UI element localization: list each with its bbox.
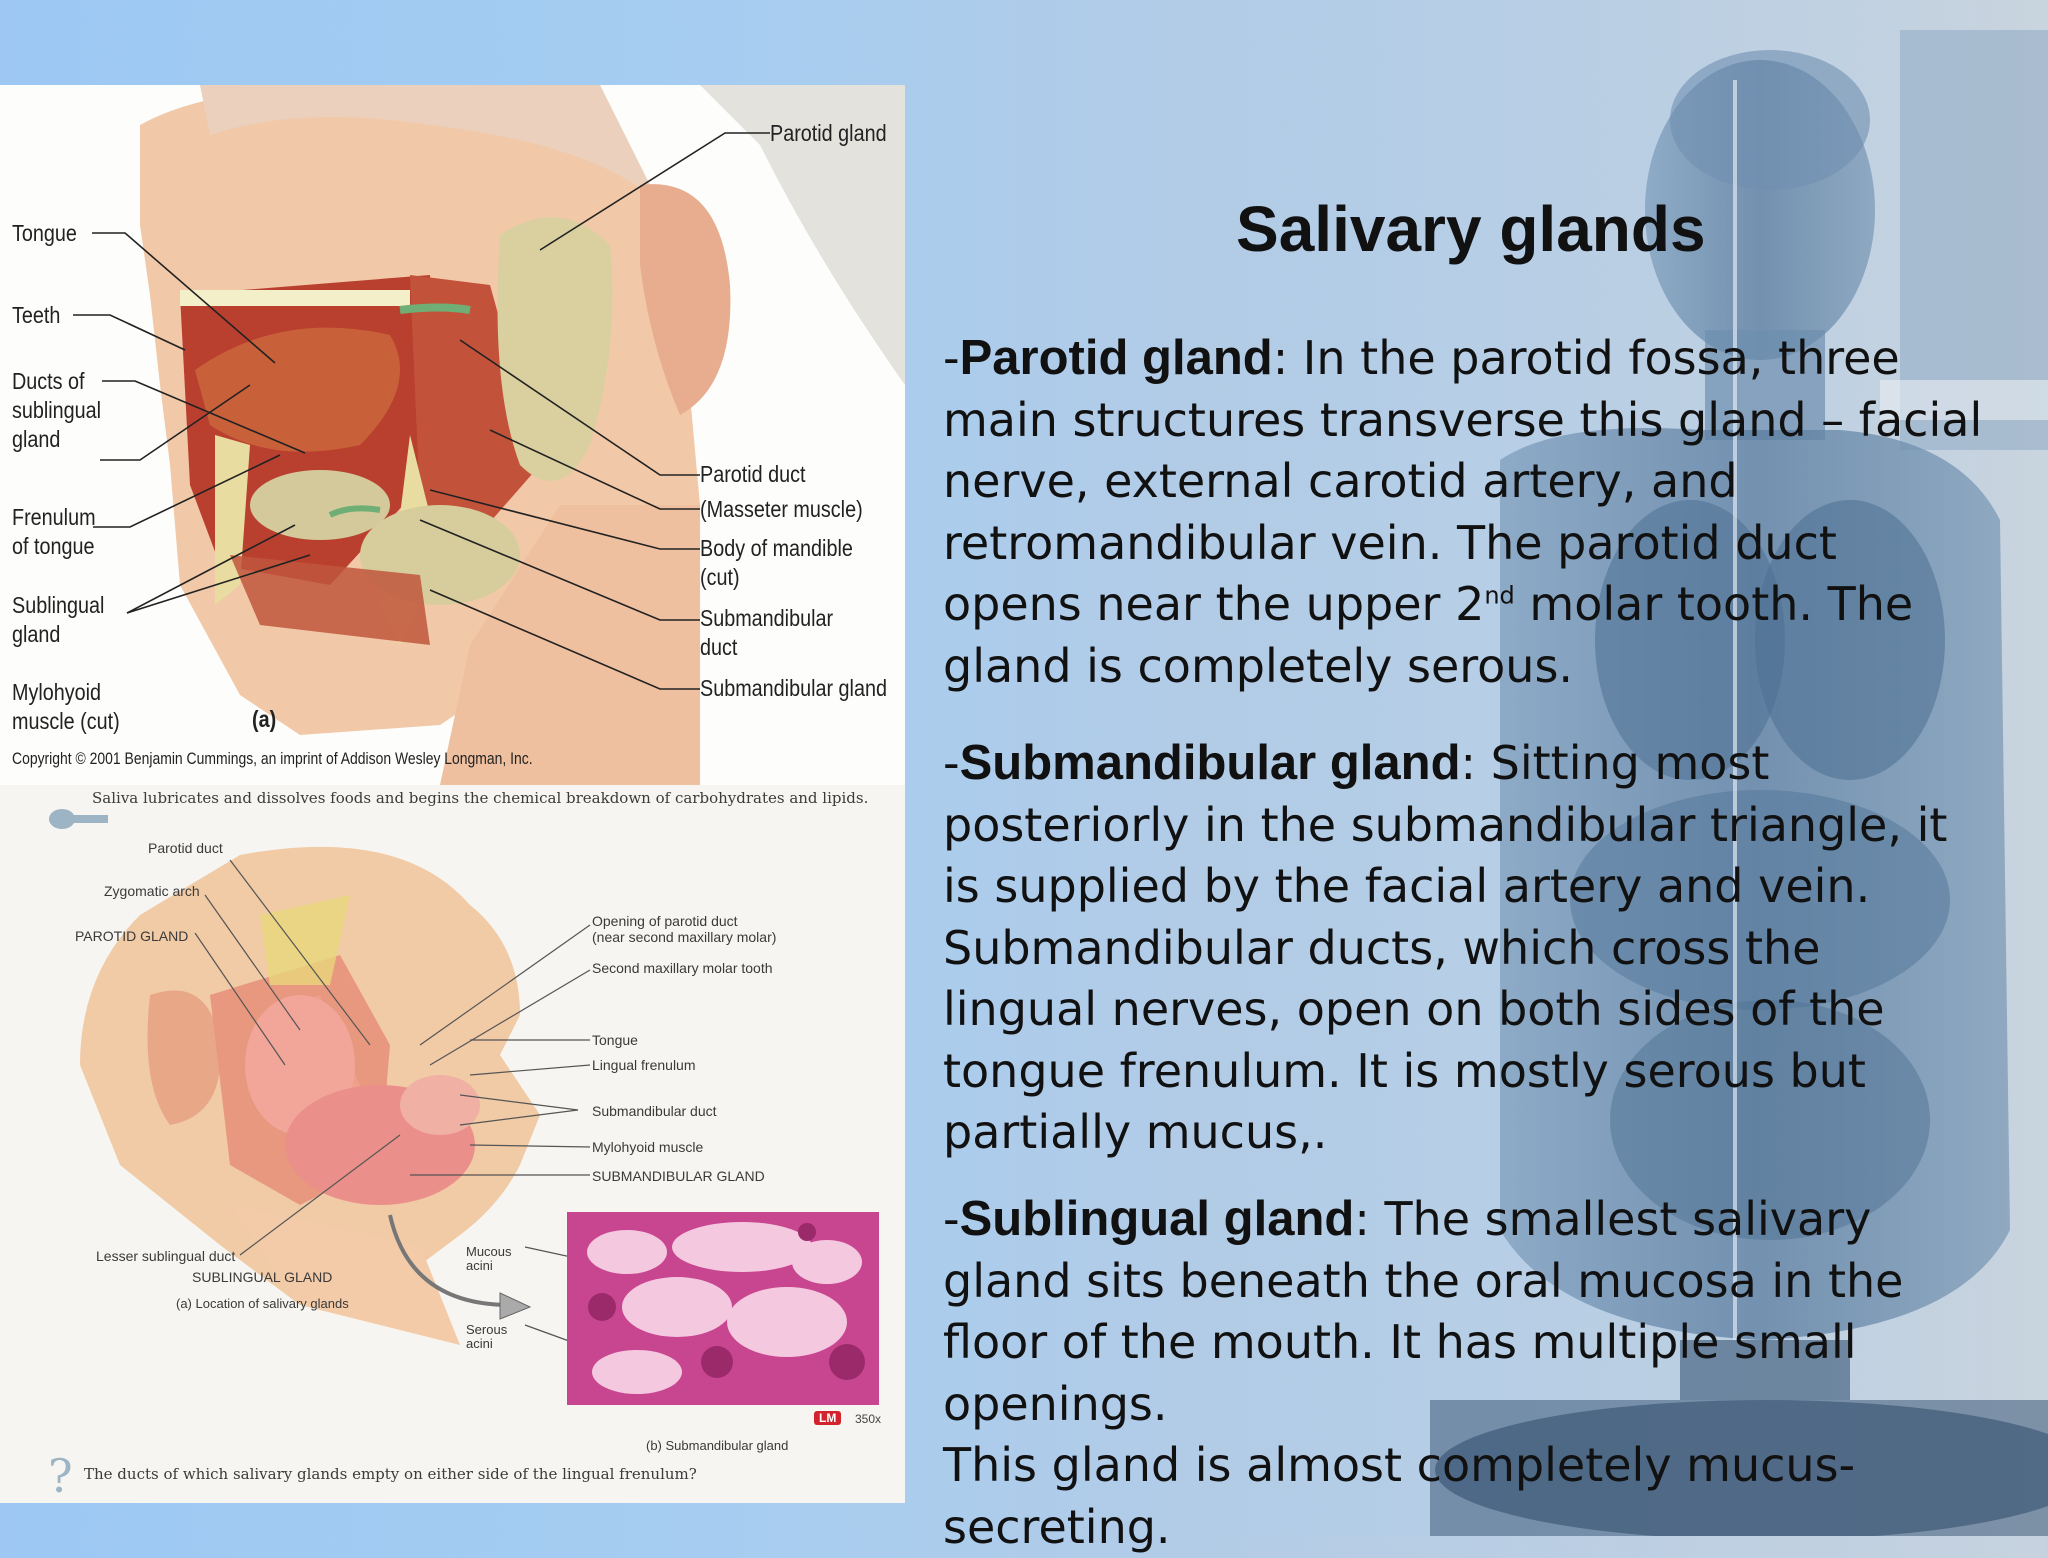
figure-b-salivary-location: Saliva lubricates and dissolves foods an… bbox=[0, 785, 905, 1503]
label-frenulum: Frenulum of tongue bbox=[12, 503, 96, 561]
bullet-dash: - bbox=[943, 331, 960, 385]
label-line: Submandibular bbox=[700, 605, 834, 631]
slide-title: Salivary glands bbox=[1236, 193, 1706, 265]
text-sublingual-line2: This gland is almost completely mucus- s… bbox=[943, 1438, 1856, 1554]
label-line: gland bbox=[12, 621, 61, 647]
label-line: gland bbox=[12, 426, 61, 452]
label-lesser-sublingual: Lesser sublingual duct bbox=[96, 1248, 236, 1264]
label-line: (cut) bbox=[700, 564, 740, 590]
label-line: Sublingual bbox=[12, 592, 105, 618]
label-sub-caption: (b) Submandibular gland bbox=[646, 1438, 789, 1453]
text-parotid-b: molar tooth. The gland is completely ser… bbox=[943, 577, 1914, 693]
label-lingual-frenulum: Lingual frenulum bbox=[592, 1057, 696, 1073]
label-tongue: Tongue bbox=[12, 220, 77, 246]
term-submandibular: Submandibular gland bbox=[959, 736, 1461, 790]
panel-letter-a: (a) bbox=[252, 706, 277, 732]
label-line: of tongue bbox=[12, 533, 95, 559]
label-line: muscle (cut) bbox=[12, 708, 120, 734]
label-parotid-duct: Parotid duct bbox=[700, 461, 806, 487]
label-mucous-acini: Mucous acini bbox=[466, 1245, 512, 1273]
label-submandibular-gland: Submandibular gland bbox=[700, 675, 887, 701]
label-submandibular-gland-b: SUBMANDIBULAR GLAND bbox=[592, 1168, 765, 1184]
label-zygomatic-arch: Zygomatic arch bbox=[104, 883, 200, 899]
text-submandibular: Sitting most posteriorly in the submandi… bbox=[943, 736, 1948, 1159]
label-parotid-duct-b: Parotid duct bbox=[148, 840, 223, 856]
superscript-nd: nd bbox=[1484, 581, 1515, 610]
label-submandibular-duct: Submandibular duct bbox=[700, 604, 833, 662]
label-line: Mucous bbox=[466, 1244, 512, 1259]
label-parotid-gland-b: PAROTID GLAND bbox=[75, 928, 189, 944]
text-sublingual: The smallest salivary gland sits beneath… bbox=[943, 1192, 1904, 1431]
head-dissection-illustration bbox=[73, 85, 905, 785]
copyright-text: Copyright © 2001 Benjamin Cummings, an i… bbox=[12, 749, 533, 768]
label-mylohyoid: Mylohyoid muscle (cut) bbox=[12, 678, 120, 736]
paragraph-parotid: -Parotid gland: In the parotid fossa, th… bbox=[943, 328, 1983, 697]
label-line: sublingual bbox=[12, 397, 102, 423]
label-teeth: Teeth bbox=[12, 302, 61, 328]
label-line: Serous bbox=[466, 1322, 508, 1337]
lm-badge: LM bbox=[814, 1411, 842, 1425]
label-sublingual-gland-b: SUBLINGUAL GLAND bbox=[192, 1269, 333, 1285]
text-parotid-a: In the parotid fossa, three main structu… bbox=[943, 331, 1983, 631]
label-ducts-of-sublingual: Ducts of sublingual gland bbox=[12, 367, 101, 454]
magnification-label: 350x bbox=[855, 1412, 882, 1426]
submandibular-micrograph bbox=[567, 1212, 879, 1405]
term-colon: : bbox=[1354, 1192, 1370, 1246]
label-line: Ducts of bbox=[12, 368, 85, 394]
label-location: (a) Location of salivary glands bbox=[176, 1296, 349, 1311]
label-line: acini bbox=[466, 1258, 493, 1273]
bullet-dash: - bbox=[943, 1192, 960, 1246]
label-tongue-b: Tongue bbox=[592, 1032, 638, 1048]
label-second-molar: Second maxillary molar tooth bbox=[592, 960, 773, 976]
label-mandible: Body of mandible (cut) bbox=[700, 534, 853, 592]
figure-a-salivary-anatomy: Tongue Teeth Ducts of sublingual gland F… bbox=[0, 85, 905, 785]
caption-saliva: Saliva lubricates and dissolves foods an… bbox=[92, 789, 869, 807]
term-colon: : bbox=[1272, 331, 1289, 385]
label-mylohyoid-b: Mylohyoid muscle bbox=[592, 1139, 704, 1155]
key-icon bbox=[49, 809, 108, 829]
label-line: Mylohyoid bbox=[12, 679, 102, 705]
question-mark-icon: ? bbox=[48, 1449, 73, 1503]
label-masseter: (Masseter muscle) bbox=[700, 496, 863, 522]
label-opening-parotid: Opening of parotid duct (near second max… bbox=[592, 913, 776, 945]
label-line: duct bbox=[700, 634, 738, 660]
label-line: acini bbox=[466, 1336, 493, 1351]
paragraph-sublingual: -Sublingual gland: The smallest salivary… bbox=[943, 1189, 1983, 1558]
head-side-illustration bbox=[49, 809, 701, 1346]
term-parotid: Parotid gland bbox=[959, 331, 1273, 385]
label-line: (near second maxillary molar) bbox=[592, 929, 777, 945]
question-text: The ducts of which salivary glands empty… bbox=[84, 1465, 697, 1483]
term-sublingual: Sublingual gland bbox=[959, 1192, 1355, 1246]
label-line: Frenulum bbox=[12, 504, 96, 530]
bullet-dash: - bbox=[943, 736, 960, 790]
label-line: Opening of parotid duct bbox=[592, 913, 738, 929]
label-parotid-gland: Parotid gland bbox=[770, 120, 887, 146]
label-sublingual-gland: Sublingual gland bbox=[12, 591, 104, 649]
label-line: Body of mandible bbox=[700, 535, 853, 561]
label-submandibular-duct-b: Submandibular duct bbox=[592, 1103, 717, 1119]
label-serous-acini: Serous acini bbox=[466, 1323, 507, 1351]
paragraph-submandibular: -Submandibular gland: Sitting most poste… bbox=[943, 733, 1983, 1164]
term-colon: : bbox=[1460, 736, 1477, 790]
